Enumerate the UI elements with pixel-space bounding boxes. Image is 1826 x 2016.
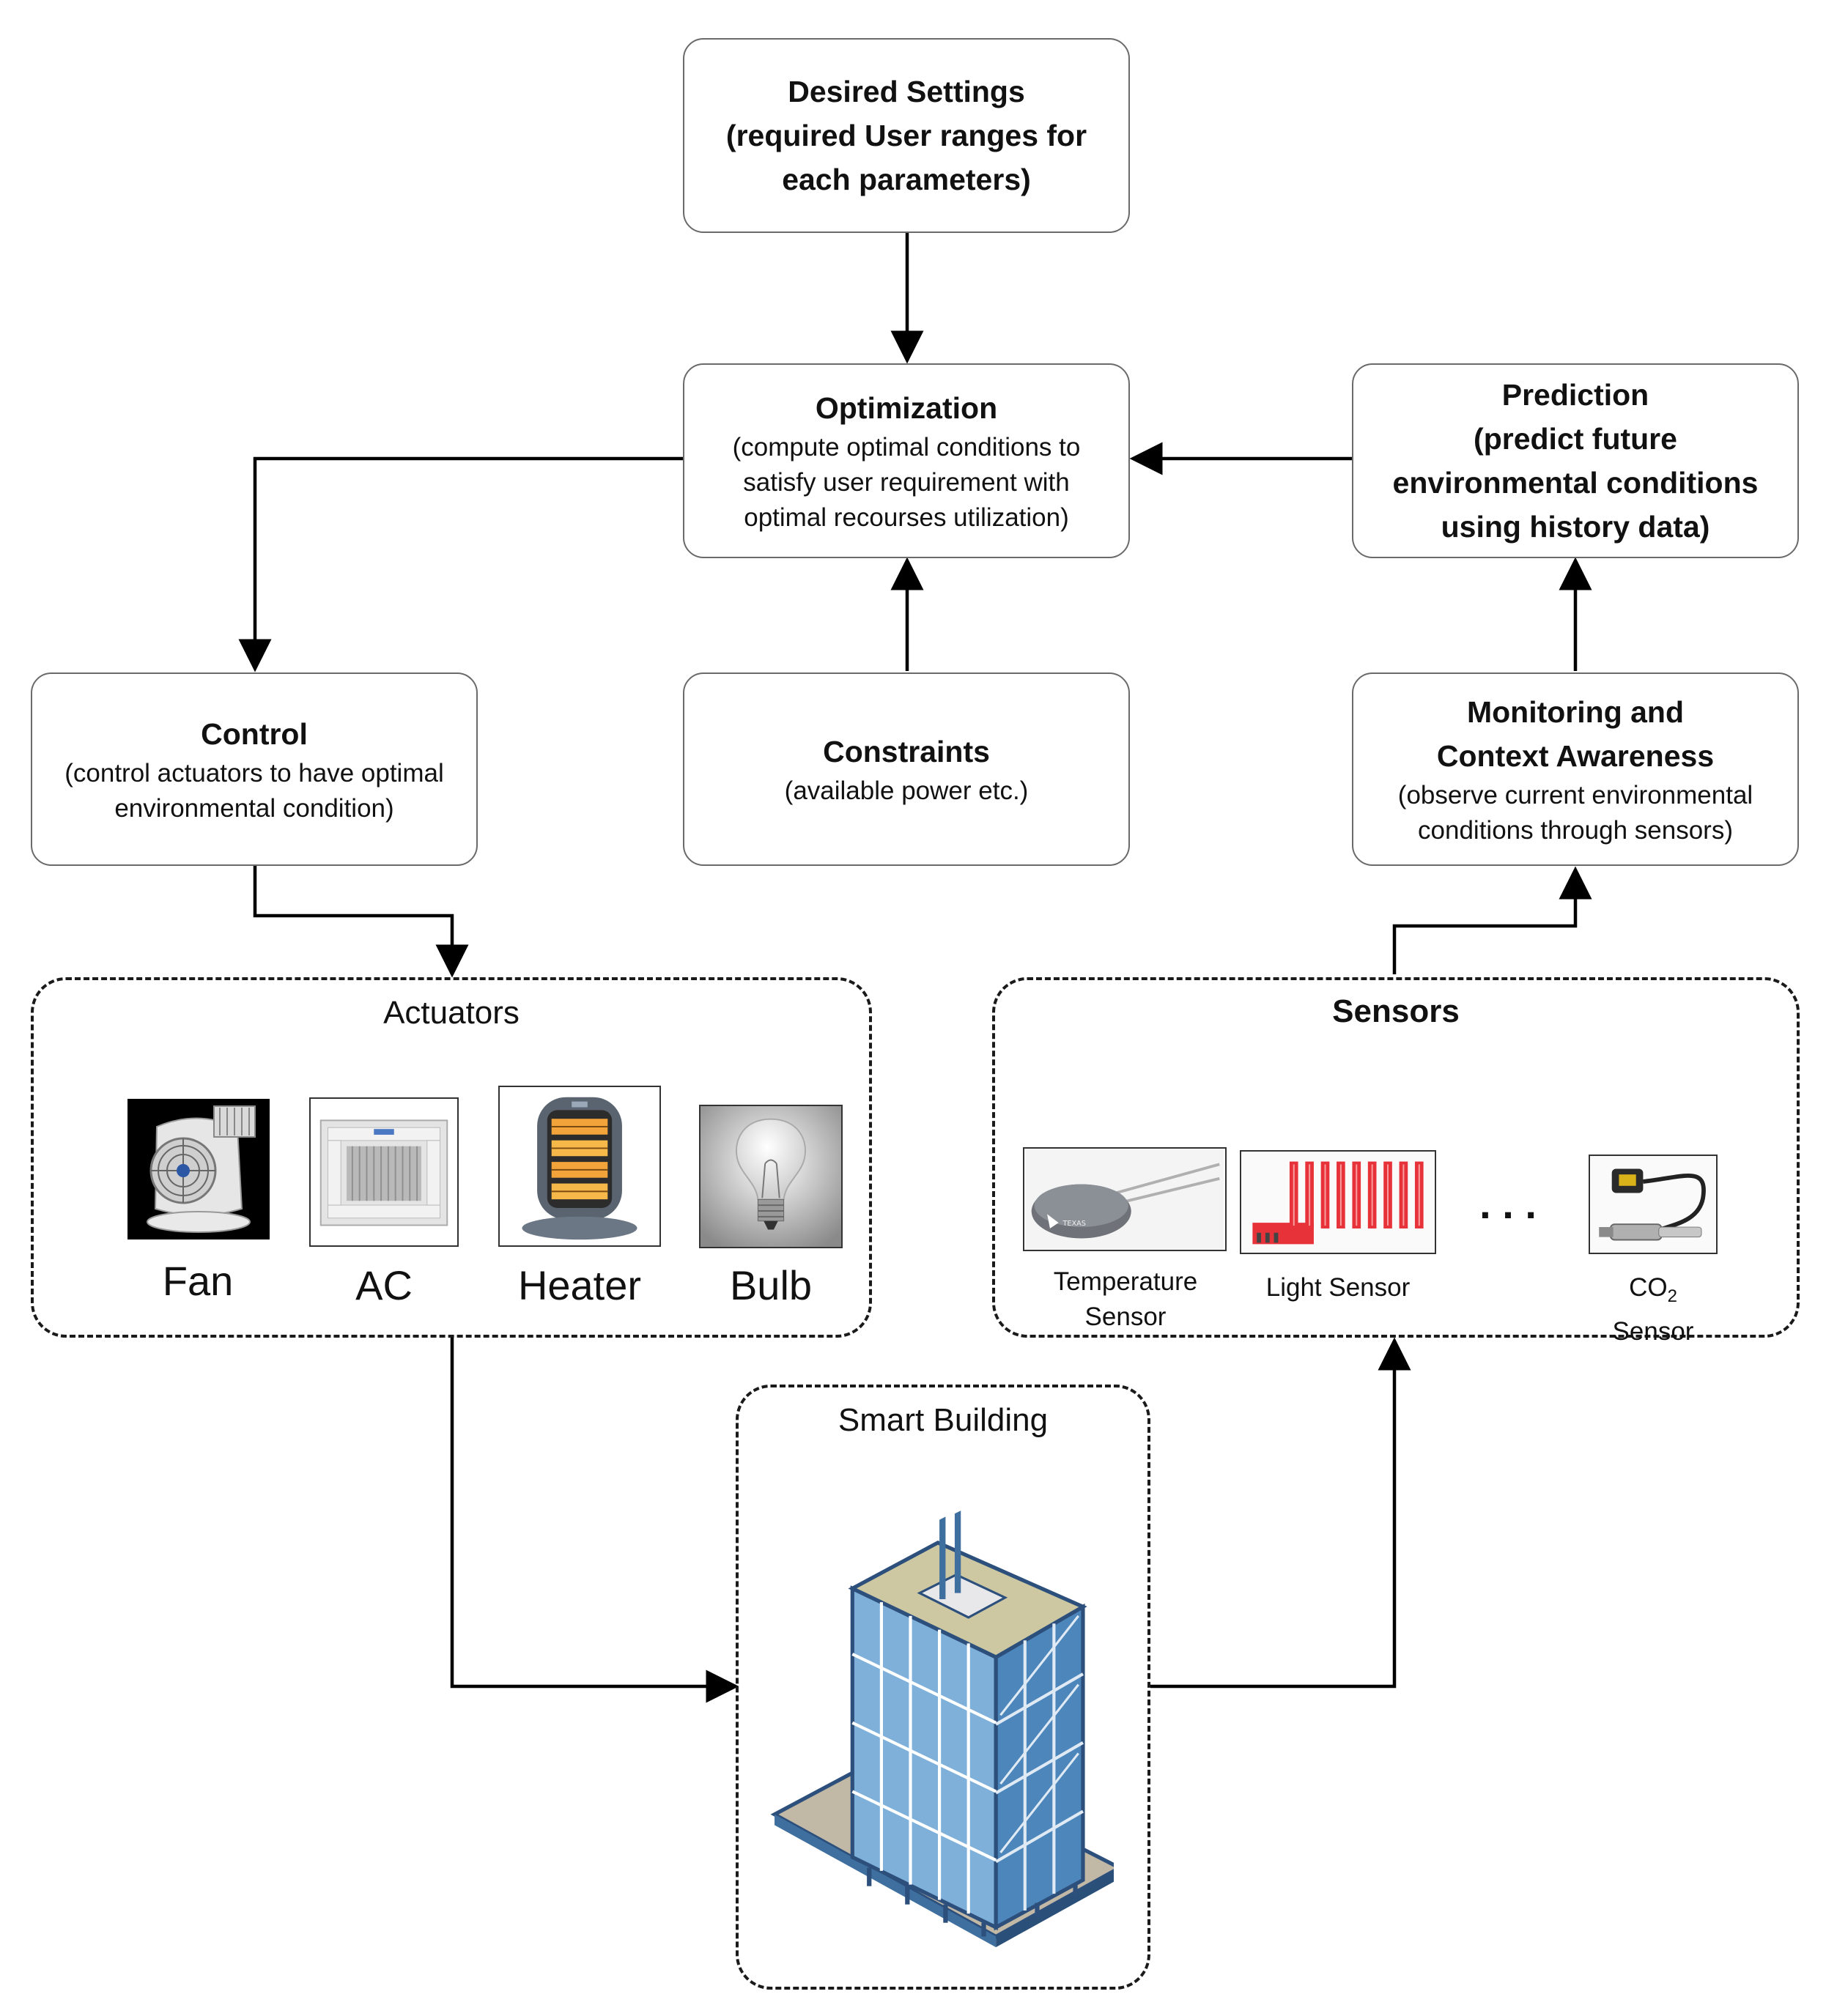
prediction-box: Prediction (predict future environmental… xyxy=(1352,363,1799,558)
arrow-building-to-sensors xyxy=(1150,1337,1411,1689)
arrow-sensors-to-monitoring xyxy=(1392,866,1592,974)
optimization-box: Optimization (compute optimal conditions… xyxy=(683,363,1130,558)
arrow-optimization-to-control xyxy=(238,456,683,672)
monitoring-title: Monitoring and xyxy=(1466,695,1685,729)
sensors-group xyxy=(992,977,1800,1338)
constraints-text: (available power etc.) xyxy=(784,777,1029,805)
monitoring-title: Context Awareness xyxy=(1436,739,1715,773)
bulb-image xyxy=(699,1105,843,1248)
control-text: (control actuators to have optimal xyxy=(64,759,444,788)
temperature-sensor-label: Temperature Sensor xyxy=(1053,1267,1198,1331)
bulb-label: Bulb xyxy=(729,1262,813,1308)
optimization-text: satisfy user requirement with xyxy=(743,468,1070,497)
co2-chem: CO xyxy=(1629,1273,1668,1302)
co2-sensor-label: CO2 Sensor xyxy=(1612,1273,1694,1346)
fan-image xyxy=(127,1099,270,1239)
light-sensor-image xyxy=(1240,1150,1436,1254)
prediction-text: environmental conditions xyxy=(1392,466,1759,500)
heater-label: Heater xyxy=(517,1262,642,1308)
optimization-text: (compute optimal conditions to xyxy=(732,433,1081,462)
monitoring-text: (observe current environmental xyxy=(1397,781,1753,809)
constraints-title: Constraints xyxy=(823,735,990,768)
monitoring-text: conditions through sensors) xyxy=(1418,816,1733,845)
prediction-text: (predict future xyxy=(1474,422,1677,456)
co2-sensor-image xyxy=(1589,1155,1718,1254)
desired-settings-text: each parameters) xyxy=(782,163,1031,196)
optimization-title: Optimization xyxy=(815,391,998,425)
fan-label: Fan xyxy=(162,1258,234,1304)
temperature-sensor-image: TEXAS xyxy=(1023,1147,1227,1251)
arrow-control-to-actuators xyxy=(253,866,469,978)
heater-image xyxy=(498,1086,661,1247)
actuators-title: Actuators xyxy=(383,995,520,1031)
smart-building-title: Smart Building xyxy=(838,1402,1049,1438)
ellipsis-text: . . . xyxy=(1479,1181,1537,1227)
optimization-text: optimal recourses utilization) xyxy=(744,503,1069,532)
smart-building-illustration xyxy=(770,1511,1114,1948)
ac-label: AC xyxy=(355,1262,413,1308)
prediction-text: using history data) xyxy=(1441,510,1710,544)
smart-building-group xyxy=(736,1385,1150,1990)
prediction-title: Prediction xyxy=(1501,378,1649,412)
svg-text:TEXAS: TEXAS xyxy=(1062,1220,1086,1228)
constraints-box: Constraints (available power etc.) xyxy=(683,672,1130,866)
actuators-group xyxy=(31,977,872,1338)
control-title: Control xyxy=(201,717,308,751)
light-sensor-label: Light Sensor xyxy=(1265,1273,1411,1302)
co2-subscript: 2 xyxy=(1667,1286,1677,1306)
desired-settings-box: Desired Settings (required User ranges f… xyxy=(683,38,1130,233)
control-box: Control (control actuators to have optim… xyxy=(31,672,478,866)
sensors-title: Sensors xyxy=(1332,993,1460,1029)
ac-image xyxy=(309,1097,459,1247)
monitoring-box: Monitoring and Context Awareness (observ… xyxy=(1352,672,1799,866)
desired-settings-text: (required User ranges for xyxy=(725,119,1087,152)
arrow-actuators-to-building xyxy=(450,1338,739,1703)
control-text: environmental condition) xyxy=(114,794,394,823)
desired-settings-title: Desired Settings xyxy=(788,75,1025,108)
